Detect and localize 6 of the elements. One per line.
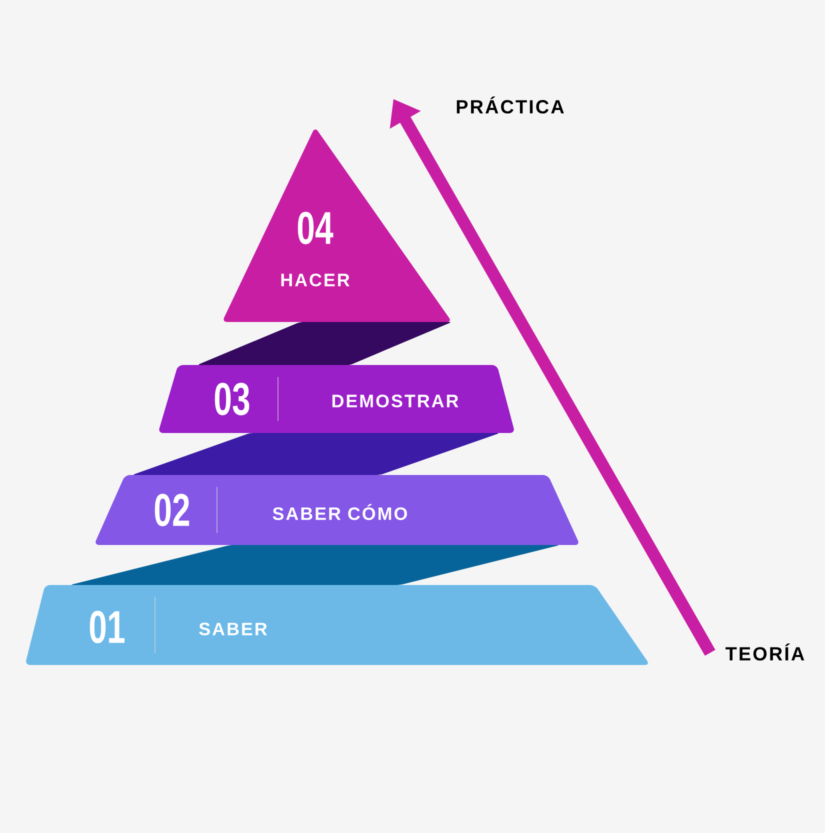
pyramid-level: 01 SABER	[26, 545, 648, 665]
pyramid-level: 02 SABER CÓMO	[96, 433, 578, 545]
axis-label: PRÁCTICA	[456, 96, 564, 114]
axis-label: TEORÍA	[726, 644, 804, 661]
pyramid-level: 04 HACER	[224, 130, 450, 322]
pyramid-level: 03 DEMOSTRAR	[159, 322, 514, 433]
